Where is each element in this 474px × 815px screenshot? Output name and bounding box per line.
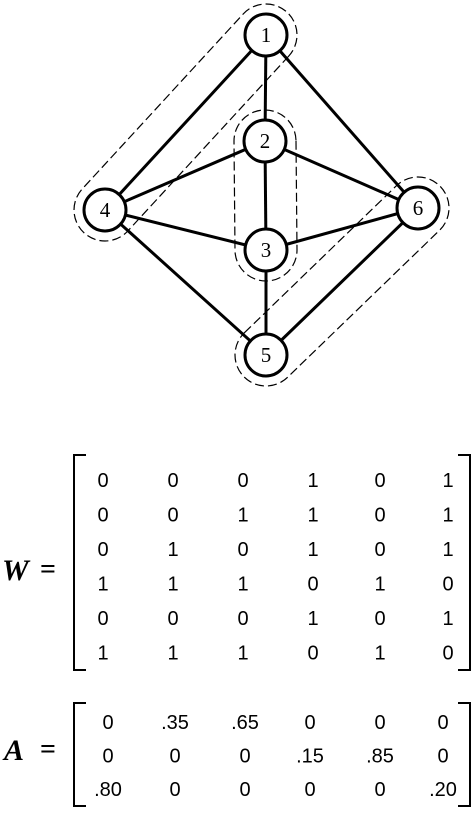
edge-4-5 (103, 208, 268, 357)
w-cell-1-2: 0 (167, 470, 178, 492)
node-2: 2 (242, 118, 288, 164)
w-cell-5-4: 1 (307, 608, 318, 630)
node-3: 3 (243, 227, 289, 273)
matrix-w-left-bracket (73, 454, 86, 671)
node-4: 4 (82, 187, 128, 233)
cluster-1-4 (73, 3, 298, 242)
w-cell-6-2: 1 (167, 643, 178, 665)
a-cell-1-2: .35 (161, 712, 189, 734)
a-cell-3-2: 0 (169, 779, 180, 801)
w-cell-3-5: 0 (374, 539, 385, 561)
w-cell-2-3: 1 (237, 505, 248, 527)
a-cell-2-4: .15 (296, 746, 324, 768)
a-cell-2-1: 0 (102, 746, 113, 768)
node-6: 6 (395, 185, 441, 231)
w-cell-2-1: 0 (97, 505, 108, 527)
w-cell-5-5: 0 (374, 608, 385, 630)
w-cell-2-6: 1 (442, 505, 453, 527)
w-cell-3-2: 1 (167, 539, 178, 561)
w-cell-4-4: 0 (307, 574, 318, 596)
matrix-a-left-bracket (73, 702, 86, 807)
node-1-circle (243, 12, 289, 58)
w-cell-4-2: 1 (167, 574, 178, 596)
w-cell-5-6: 1 (442, 608, 453, 630)
w-cell-6-4: 0 (307, 643, 318, 665)
matrix-w-cells: 0 0 0 1 0 1 0 0 1 1 0 1 0 1 0 1 0 1 1 1 1 0 1 0 0 0 0 1 0 1 1 1 1 0 1 0 (97, 470, 453, 665)
w-cell-6-1: 1 (97, 643, 108, 665)
edge-3-4 (104, 208, 267, 252)
matrix-a-cells: 0 .35 .65 0 0 0 0 0 0 .15 .85 0 .80 0 0 0 0 .20 (94, 712, 457, 801)
node-1-label: 1 (261, 23, 272, 47)
edge-1-6 (264, 34, 420, 209)
node-5: 5 (243, 332, 289, 378)
a-cell-2-3: 0 (239, 746, 250, 768)
matrix-a-equals: = (40, 734, 56, 765)
node-4-circle (82, 187, 128, 233)
cluster-5-6 (234, 176, 450, 387)
w-cell-1-1: 0 (97, 470, 108, 492)
node-2-label: 2 (260, 129, 271, 153)
a-cell-1-6: 0 (437, 712, 448, 734)
matrix-w: W = 0 0 0 1 0 1 0 0 1 1 0 1 0 1 0 1 0 1 1 1 1 0 1 0 0 0 0 1 0 1 1 1 1 0 1 0 (2, 454, 471, 671)
w-cell-3-1: 0 (97, 539, 108, 561)
w-cell-4-3: 1 (237, 574, 248, 596)
a-cell-2-2: 0 (169, 746, 180, 768)
w-cell-2-2: 0 (167, 505, 178, 527)
w-cell-6-5: 1 (374, 643, 385, 665)
matrix-a: A = 0 .35 .65 0 0 0 0 0 0 .15 .85 0 .80 0 0 0 0 .20 (2, 702, 471, 807)
node-6-circle (395, 185, 441, 231)
node-5-circle (243, 332, 289, 378)
w-cell-5-1: 0 (97, 608, 108, 630)
w-cell-1-5: 0 (374, 470, 385, 492)
graph-edges (103, 33, 420, 357)
a-cell-3-1: .80 (94, 779, 122, 801)
node-3-label: 3 (261, 238, 272, 262)
w-cell-6-6: 0 (442, 643, 453, 665)
w-cell-3-3: 0 (237, 539, 248, 561)
w-cell-5-3: 0 (237, 608, 248, 630)
a-cell-1-3: .65 (231, 712, 259, 734)
a-cell-3-3: 0 (239, 779, 250, 801)
edge-3-6 (265, 206, 419, 252)
a-cell-1-4: 0 (304, 712, 315, 734)
node-2-circle (242, 118, 288, 164)
w-cell-4-1: 1 (97, 574, 108, 596)
edge-2-4 (104, 139, 266, 212)
a-cell-1-5: 0 (374, 712, 385, 734)
node-6-label: 6 (413, 196, 424, 220)
matrix-w-name: W (2, 554, 31, 587)
matrix-a-name: A (2, 734, 24, 767)
node-5-label: 5 (261, 343, 272, 367)
edge-1-4 (103, 33, 268, 212)
w-cell-3-4: 1 (307, 539, 318, 561)
w-cell-6-3: 1 (237, 643, 248, 665)
a-cell-2-6: 0 (437, 746, 448, 768)
w-cell-4-6: 0 (442, 574, 453, 596)
a-cell-3-4: 0 (304, 779, 315, 801)
w-cell-4-5: 1 (374, 574, 385, 596)
a-cell-3-6: .20 (429, 779, 457, 801)
matrix-w-right-bracket (458, 454, 471, 671)
w-cell-2-5: 0 (374, 505, 385, 527)
a-cell-1-1: 0 (102, 712, 113, 734)
graph-nodes: 1 2 3 4 5 6 (82, 12, 441, 378)
node-4-label: 4 (100, 198, 111, 222)
w-cell-5-2: 0 (167, 608, 178, 630)
w-cell-3-6: 1 (442, 539, 453, 561)
node-1: 1 (243, 12, 289, 58)
node-3-circle (243, 227, 289, 273)
a-cell-3-5: 0 (374, 779, 385, 801)
matrix-w-equals: = (40, 554, 56, 585)
w-cell-1-6: 1 (442, 470, 453, 492)
edge-5-6 (264, 206, 420, 357)
a-cell-2-5: .85 (366, 746, 394, 768)
w-cell-1-4: 1 (307, 470, 318, 492)
w-cell-1-3: 0 (237, 470, 248, 492)
edge-2-6 (264, 139, 419, 210)
w-cell-2-4: 1 (307, 505, 318, 527)
matrix-a-right-bracket (458, 702, 471, 807)
